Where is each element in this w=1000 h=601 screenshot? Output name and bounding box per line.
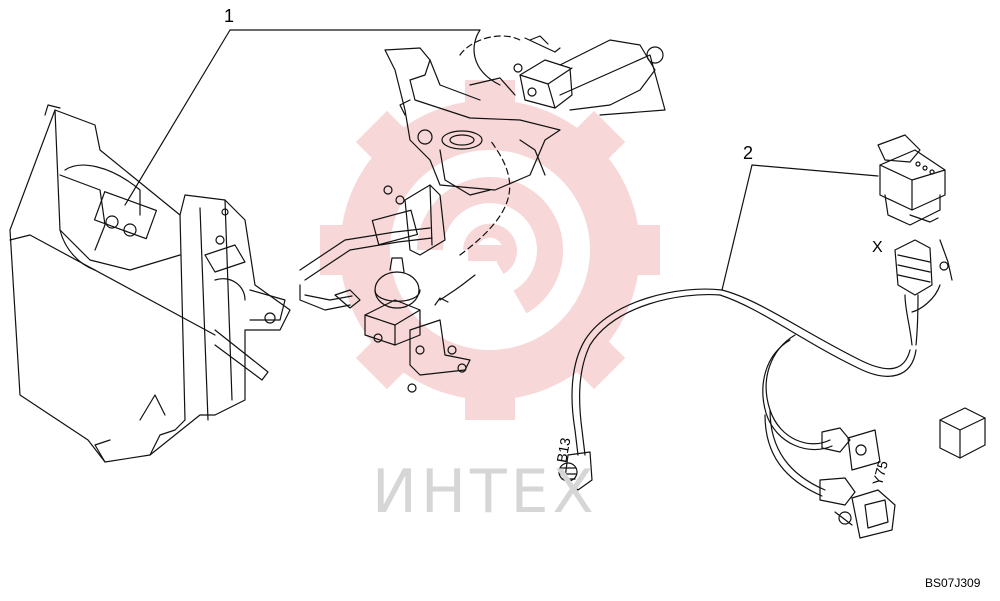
relay-cube [939, 407, 986, 459]
frame-bracket-assembly [9, 104, 291, 463]
label-y75: Y75 [869, 459, 891, 487]
hydraulic-valve-assembly [299, 184, 476, 393]
label-x: X [872, 239, 883, 256]
wiring-harness [571, 288, 917, 497]
drawing-code: BS07J309 [925, 576, 981, 590]
b13-sensor [558, 451, 593, 491]
callout-2-leader [721, 164, 879, 291]
label-b13: B13 [553, 436, 573, 464]
callout-1-leader [124, 29, 501, 206]
y75-connectors [819, 427, 896, 539]
switch-connector-plug [894, 239, 953, 346]
watermark-text: ИНТЕХ [372, 457, 598, 527]
dashed-hydraulic-hose [459, 139, 511, 256]
upper-pedal-bracket [384, 39, 666, 196]
watermark-gear-logo [320, 80, 660, 420]
switch-assembly [877, 134, 946, 226]
dashed-hose-upper [459, 35, 521, 56]
callout-1: 1 [224, 6, 234, 26]
top-valve-block [513, 35, 573, 109]
callout-2: 2 [743, 143, 753, 163]
